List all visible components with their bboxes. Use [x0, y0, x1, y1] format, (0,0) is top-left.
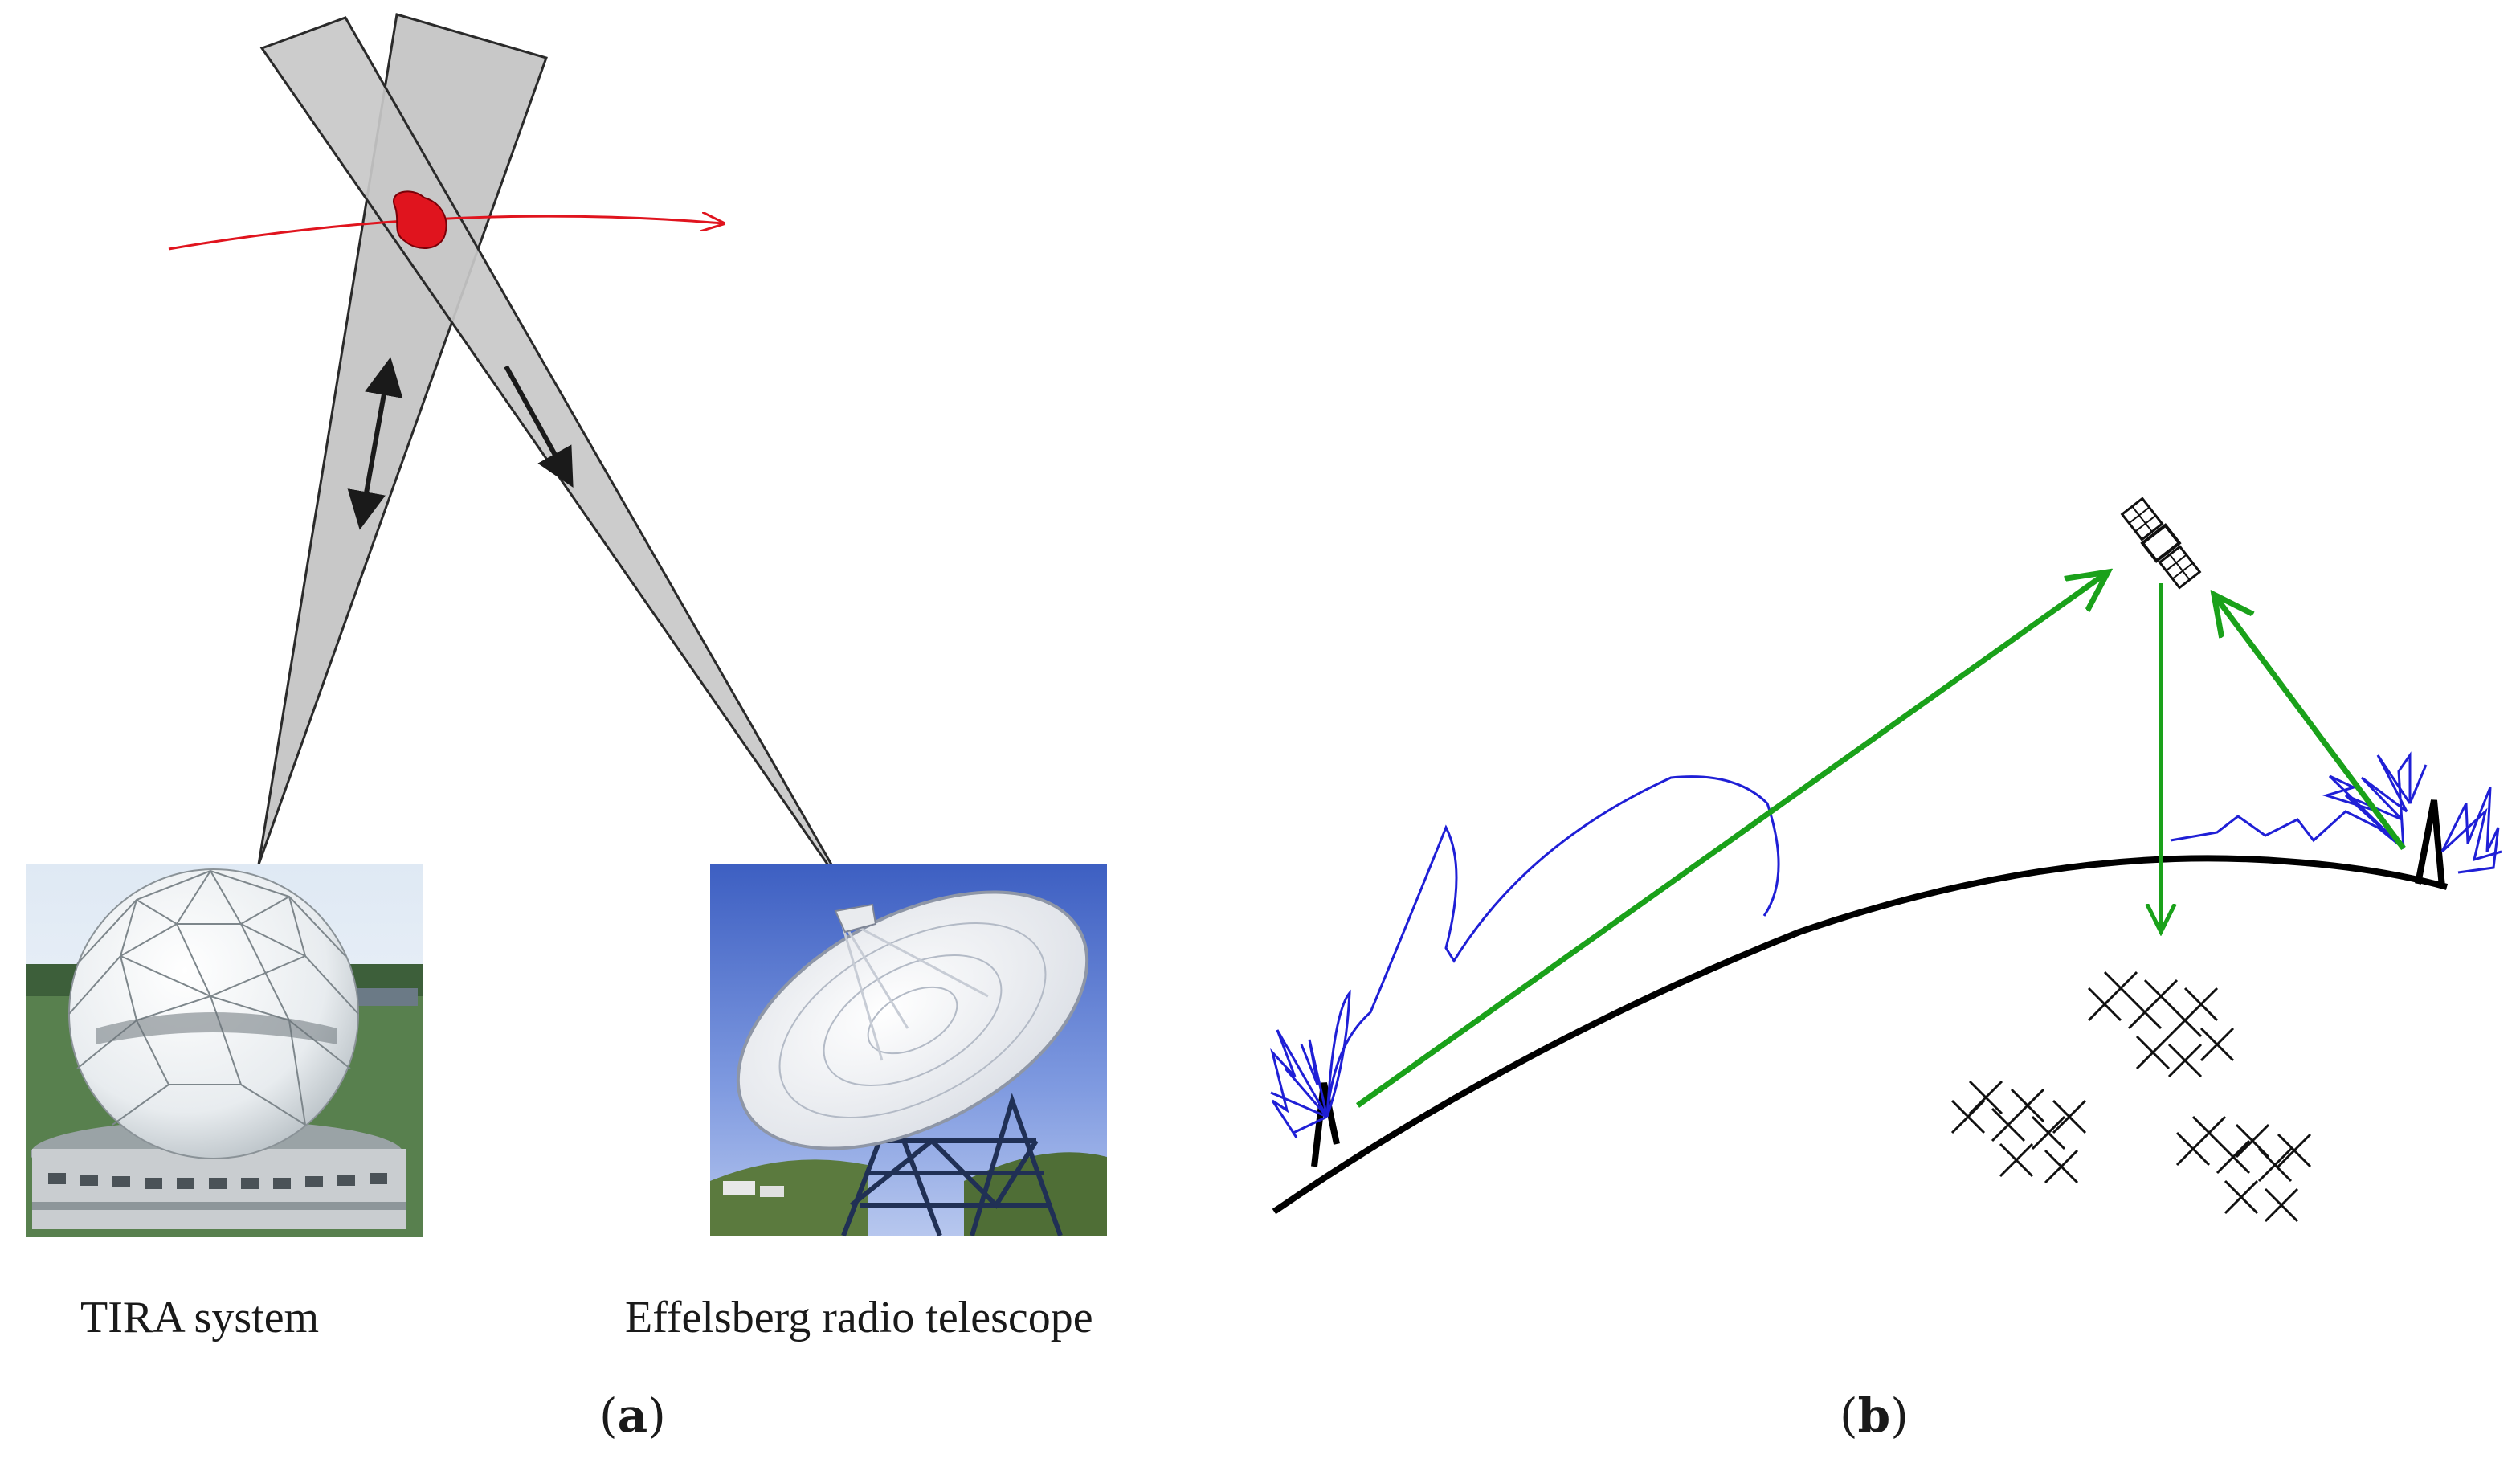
effelsberg-receive-arrow [504, 365, 574, 488]
satellite-icon [2120, 497, 2202, 590]
right-ground-antenna [2415, 799, 2445, 888]
earth-surface [1272, 855, 2449, 1215]
left-radiation-lobes [1270, 775, 1780, 1138]
tira-two-way-arrow [347, 357, 403, 530]
left-ground-antenna [1311, 1082, 1340, 1167]
panel-a: TIRA system Effelsberg radio telescope (… [26, 13, 1107, 1443]
uplink-right [2214, 595, 2406, 851]
terminal-cluster-top [2087, 971, 2235, 1078]
effelsberg-caption: Effelsberg radio telescope [625, 1293, 1093, 1342]
right-radiation-lobes [2170, 751, 2502, 874]
terminal-cluster-left [1950, 1080, 2087, 1184]
tira-radome-photo [26, 864, 423, 1237]
panel-b: (b) [1270, 497, 2502, 1443]
effelsberg-telescope-photo [710, 864, 1107, 1237]
tira-caption: TIRA system [80, 1293, 319, 1342]
space-object-icon [393, 190, 447, 250]
terminal-cluster-right [2175, 1115, 2312, 1223]
panel-a-label: (a) [599, 1388, 666, 1443]
uplink-left [1355, 572, 2108, 1108]
panel-b-label: (b) [1840, 1388, 1909, 1443]
object-trajectory [168, 216, 723, 251]
